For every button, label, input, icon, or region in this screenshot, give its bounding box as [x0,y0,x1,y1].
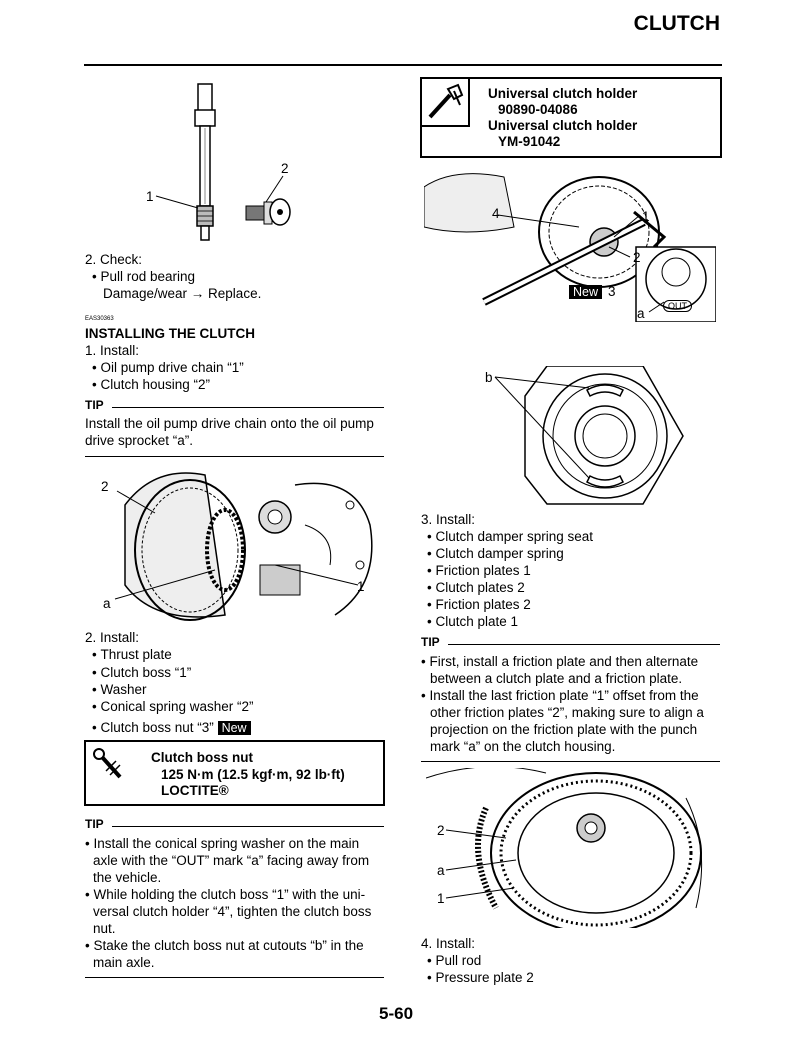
tip-item: Stake the clutch boss nut at cutouts “b”… [85,937,363,954]
figure-label: b [485,370,493,385]
tip-heading: TIP [85,817,104,831]
install-2-bullet: Clutch boss nut “3” [92,720,214,735]
check-bullet: Pull rod bearing [92,268,195,285]
install-4-bullet: Pull rod [427,952,481,969]
tip-item-cont: versal clutch holder “4”, tighten the cl… [93,904,372,919]
install-1-bullet: Oil pump drive chain “1” [92,359,243,376]
clutch-holder-tool-icon [428,83,464,119]
tip-item-cont: projection on the friction plate with th… [430,722,698,737]
figure-label: a [103,596,111,611]
tip-rule [112,826,384,827]
tool-number: YM-91042 [498,134,561,149]
tip-item: Install the conical spring washer on the… [85,835,359,852]
figure-label: 1 [437,891,445,906]
out-mark: OUT [663,300,692,312]
tip-item: First, install a friction plate and then… [421,653,698,670]
install-3-bullet: Clutch damper spring [427,545,563,562]
torque-sealant: LOCTITE® [161,783,229,798]
tip-heading: TIP [421,635,440,649]
tip-item-cont: mark “a” on the clutch housing. [430,739,616,754]
tip-item-cont: main axle. [93,955,155,970]
install-2-bullet: Thrust plate [92,646,171,663]
torque-value: 125 N·m (12.5 kgf·m, 92 lb·ft) [161,767,345,782]
step-install-2: 2. Install: [85,630,140,645]
figure-label: 1 [357,579,365,594]
tip-item-cont: axle with the “OUT” mark “a” facing away… [93,853,370,868]
figure-label: 2 [633,250,641,265]
special-tool-box [420,77,722,158]
pull-rod-figure [155,83,291,241]
tip-rule [112,407,384,408]
check-detail: Damage/wear → Replace. [103,286,262,301]
tip-item: While holding the clutch boss “1” with t… [85,886,365,903]
figure-label: 1 [146,189,154,204]
install-2-bullet: Washer [92,681,146,698]
section-title: INSTALLING THE CLUTCH [85,326,255,341]
tip-item-cont: nut. [93,921,116,936]
step-install-1: 1. Install: [85,343,140,358]
install-4-bullet: Pressure plate 2 [427,969,533,986]
install-2-bullet-row: Clutch boss nut “3” New [92,719,251,737]
tool-number: 90890-04086 [498,102,578,117]
install-3-bullet: Clutch plates 2 [427,579,524,596]
tool-name: Universal clutch holder [488,118,638,133]
figure-label: 1 [642,209,650,224]
step-check: 2. Check: [85,252,143,267]
figure-label: a [437,863,445,878]
install-2-bullet: Clutch boss “1” [92,664,191,681]
torque-name: Clutch boss nut [151,750,253,765]
figure-label: 4 [492,206,500,221]
stake-diagram-figure [494,366,684,505]
tip-item-cont: between a clutch plate and a friction pl… [430,671,683,686]
tip-item-cont: other friction plates “2”, making sure t… [430,705,704,720]
tip-item-cont: the vehicle. [93,870,162,885]
tool-icon-frame [420,77,470,127]
install-3-bullet: Friction plates 1 [427,562,530,579]
tip-end-rule [85,977,384,978]
tip-heading: TIP [85,398,104,412]
install-3-bullet: Clutch damper spring seat [427,528,593,545]
install-3-bullet: Clutch plate 1 [427,613,518,630]
new-badge: New [217,721,251,735]
tip-end-rule [421,761,720,762]
page-header-title: CLUTCH [633,12,720,35]
figure-label: 2 [101,479,109,494]
tip-text: Install the oil pump drive chain onto th… [85,416,374,431]
install-3-bullet: Friction plates 2 [427,596,530,613]
header-rule [84,64,722,66]
figure-label: 3 [608,284,616,299]
new-badge: New [569,283,603,301]
friction-plate-figure [426,768,716,928]
tip-end-rule [85,456,384,457]
clutch-housing-figure [95,465,380,625]
torque-wrench-icon [93,748,122,779]
figure-label: 2 [281,161,289,176]
install-2-bullet: Conical spring washer “2” [92,698,253,715]
tip-item: Install the last friction plate “1” offs… [421,687,698,704]
torque-spec-box [84,740,385,806]
step-install-4: 4. Install: [421,936,476,951]
step-install-3: 3. Install: [421,512,476,527]
tip-rule [448,644,720,645]
figure-label: a [637,306,645,321]
tip-text: drive sprocket “a”. [85,433,194,448]
figure-label: 2 [437,823,445,838]
tool-name: Universal clutch holder [488,86,638,101]
section-code: EAS30363 [85,316,114,322]
page-number: 5-60 [379,1004,414,1023]
install-1-bullet: Clutch housing “2” [92,376,210,393]
